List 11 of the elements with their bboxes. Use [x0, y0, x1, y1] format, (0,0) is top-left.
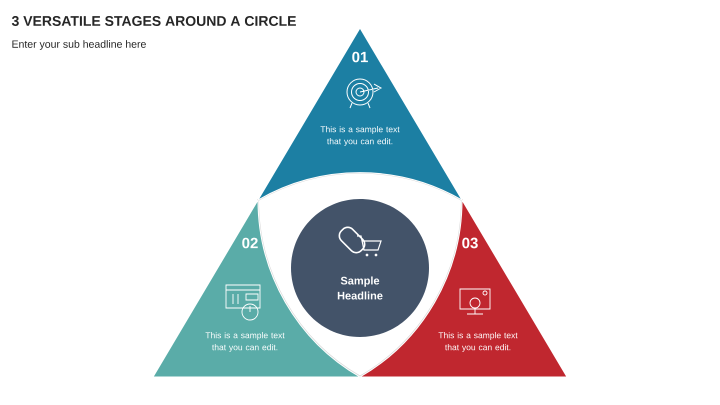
- step-number: 02: [242, 238, 258, 248]
- step-number: 03: [462, 238, 478, 248]
- title: 3 VERSATILE STAGES AROUND A CIRCLE: [12, 16, 296, 26]
- headline-text: Sample Headline: [338, 276, 383, 300]
- body-text: This is a sample text that you can edit.: [438, 332, 518, 352]
- stage-segment: [258, 28, 462, 200]
- center-circle: [291, 199, 429, 337]
- subtitle: Enter your sub headline here: [12, 40, 146, 50]
- body-text: This is a sample text that you can edit.: [206, 332, 285, 352]
- body-text: This is a sample text that you can edit.: [320, 126, 400, 146]
- step-number: 01: [352, 52, 368, 62]
